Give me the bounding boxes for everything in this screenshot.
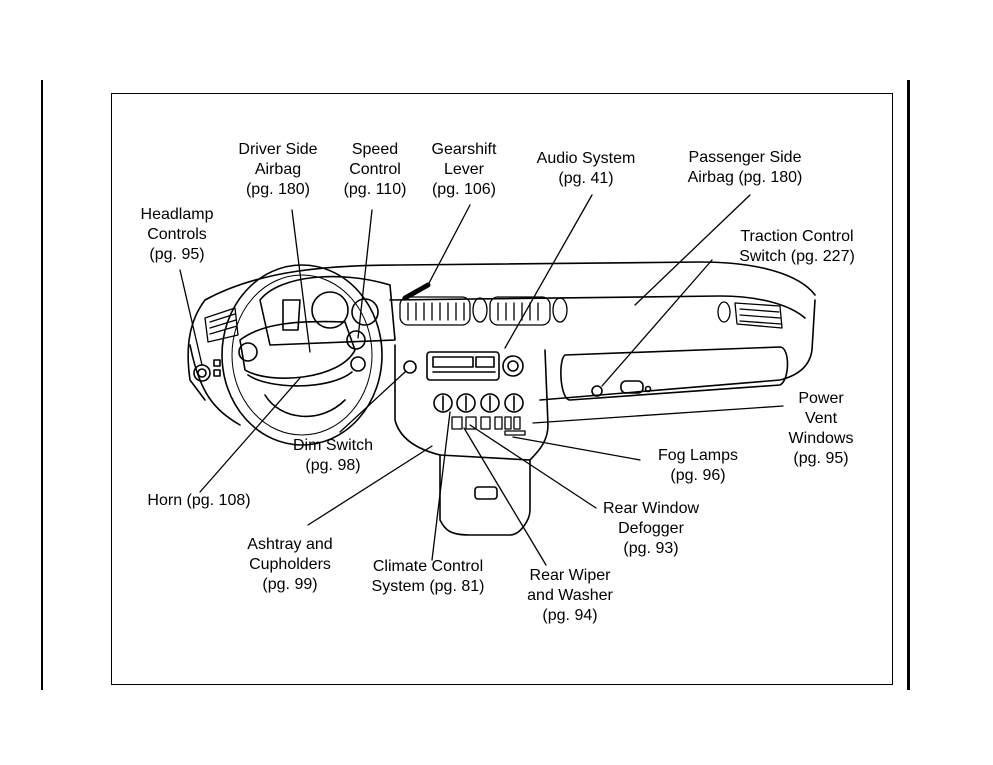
page-margin-left — [41, 80, 43, 690]
instrument-cluster-hood — [259, 275, 396, 346]
label-fog-lamps: Fog Lamps (pg. 96) — [657, 447, 739, 484]
leader-headlamp — [179, 269, 203, 366]
leader-lines — [179, 194, 784, 566]
leader-rear-wiper — [463, 427, 547, 566]
label-gearshift-lever: Gearshift Lever (pg. 106) — [431, 141, 497, 198]
speedometer-gauge — [311, 291, 349, 329]
label-power-vent-windows: Power Vent Windows (pg. 95) — [788, 390, 854, 467]
leader-driver-airbag — [291, 209, 311, 353]
label-horn: Horn (pg. 108) — [147, 492, 251, 509]
leader-power-vent — [532, 405, 784, 424]
leader-ashtray — [307, 445, 433, 526]
radio-unit — [426, 351, 524, 381]
leader-traction — [601, 259, 713, 387]
label-traction-control: Traction Control Switch (pg. 227) — [739, 228, 855, 265]
label-driver-side-airbag: Driver Side Airbag (pg. 180) — [238, 141, 318, 198]
gearshift-lever — [402, 282, 431, 301]
leader-climate — [431, 411, 451, 561]
leader-audio — [504, 194, 593, 349]
tachometer-gauge — [351, 298, 379, 326]
switch-row — [451, 416, 526, 436]
traction-control-switch — [591, 385, 603, 397]
label-climate-control-system: Climate Control System (pg. 81) — [371, 558, 485, 595]
leader-dim-switch — [339, 371, 406, 433]
label-ashtray-cupholders: Ashtray and Cupholders (pg. 99) — [247, 536, 333, 593]
glovebox — [560, 346, 789, 401]
leader-speed-control — [357, 209, 373, 339]
label-rear-window-defogger: Rear Window Defogger (pg. 93) — [602, 500, 700, 557]
label-dim-switch: Dim Switch (pg. 98) — [292, 437, 373, 474]
diagram-frame — [111, 93, 893, 685]
label-speed-control: Speed Control (pg. 110) — [343, 141, 407, 198]
dashboard-top-edge — [204, 261, 816, 301]
leader-fog-lamps — [512, 436, 641, 461]
climate-knobs — [433, 393, 524, 413]
dashboard-lower-edge — [189, 299, 816, 426]
glovebox-latch — [620, 380, 644, 394]
leader-gearshift — [427, 204, 471, 286]
steering-wheel — [221, 264, 383, 446]
dashboard-left-end — [187, 299, 206, 401]
leader-passenger-airbag — [634, 194, 751, 306]
label-passenger-side-airbag: Passenger Side Airbag (pg. 180) — [687, 149, 803, 186]
dim-switch-knob — [403, 360, 417, 374]
leader-rear-defogger — [469, 424, 597, 509]
label-rear-wiper-washer: Rear Wiper and Washer (pg. 94) — [527, 567, 613, 624]
left-vent — [204, 307, 239, 343]
center-console — [394, 344, 549, 536]
leader-horn — [199, 377, 301, 493]
center-vents — [399, 296, 568, 326]
label-headlamp-controls: Headlamp Controls (pg. 95) — [140, 206, 214, 263]
right-vent — [717, 301, 783, 329]
page-margin-right — [907, 80, 910, 690]
dashboard-upper-trim — [389, 295, 806, 319]
ashtray-drawer — [474, 486, 498, 500]
label-audio-system: Audio System (pg. 41) — [536, 150, 636, 187]
headlamp-knob — [193, 364, 211, 382]
